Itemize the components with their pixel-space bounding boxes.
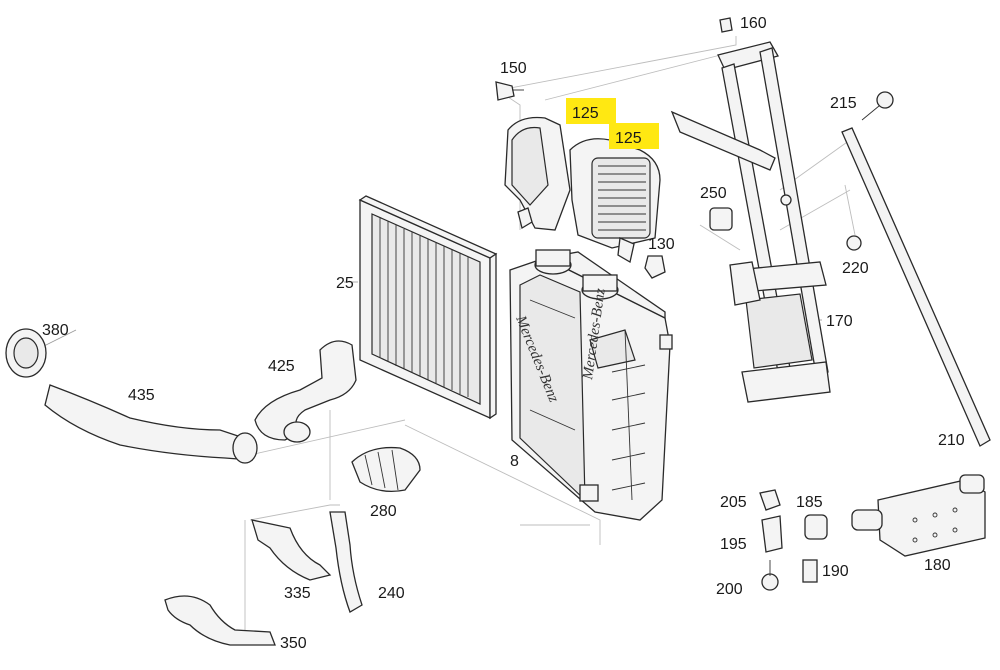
fastener-parts xyxy=(759,489,828,591)
callout-215: 215 xyxy=(830,95,857,112)
callout-25: 25 xyxy=(336,275,354,292)
callout-425: 425 xyxy=(268,358,295,375)
callout-250: 250 xyxy=(700,185,727,202)
callout-130: 130 xyxy=(648,236,675,253)
intake-snorkel-parts xyxy=(495,81,666,279)
callout-150: 150 xyxy=(500,60,527,77)
callout-195: 195 xyxy=(720,536,747,553)
callout-8: 8 xyxy=(510,453,519,470)
callout-125a: 125 xyxy=(572,105,599,122)
frame-hardware xyxy=(709,91,991,447)
callout-380: 380 xyxy=(42,322,69,339)
highlight-box-125a xyxy=(566,98,616,124)
callout-220: 220 xyxy=(842,260,869,277)
callout-280: 280 xyxy=(370,503,397,520)
air-filter-housing: Mercedes-Benz Mercedes-Benz xyxy=(509,249,673,521)
callout-labels: 160 150 125 125 215 250 130 220 25 170 3… xyxy=(42,15,965,652)
callout-240: 240 xyxy=(378,585,405,602)
highlight-box-125b xyxy=(609,123,659,149)
callout-200: 200 xyxy=(716,581,743,598)
callout-160: 160 xyxy=(740,15,767,32)
callout-170: 170 xyxy=(826,313,853,330)
callout-435: 435 xyxy=(128,387,155,404)
callout-205: 205 xyxy=(720,494,747,511)
air-filter-element xyxy=(358,195,498,420)
lower-brackets xyxy=(164,511,363,646)
callout-125b: 125 xyxy=(615,130,642,147)
end-bracket-180 xyxy=(851,474,986,557)
support-bracket-frame xyxy=(670,17,831,403)
intake-hoses xyxy=(5,328,421,493)
callout-185: 185 xyxy=(796,494,823,511)
callout-350: 350 xyxy=(280,635,307,652)
callout-210: 210 xyxy=(938,432,965,449)
callout-335: 335 xyxy=(284,585,311,602)
callout-190: 190 xyxy=(822,563,849,580)
callout-180: 180 xyxy=(924,557,951,574)
